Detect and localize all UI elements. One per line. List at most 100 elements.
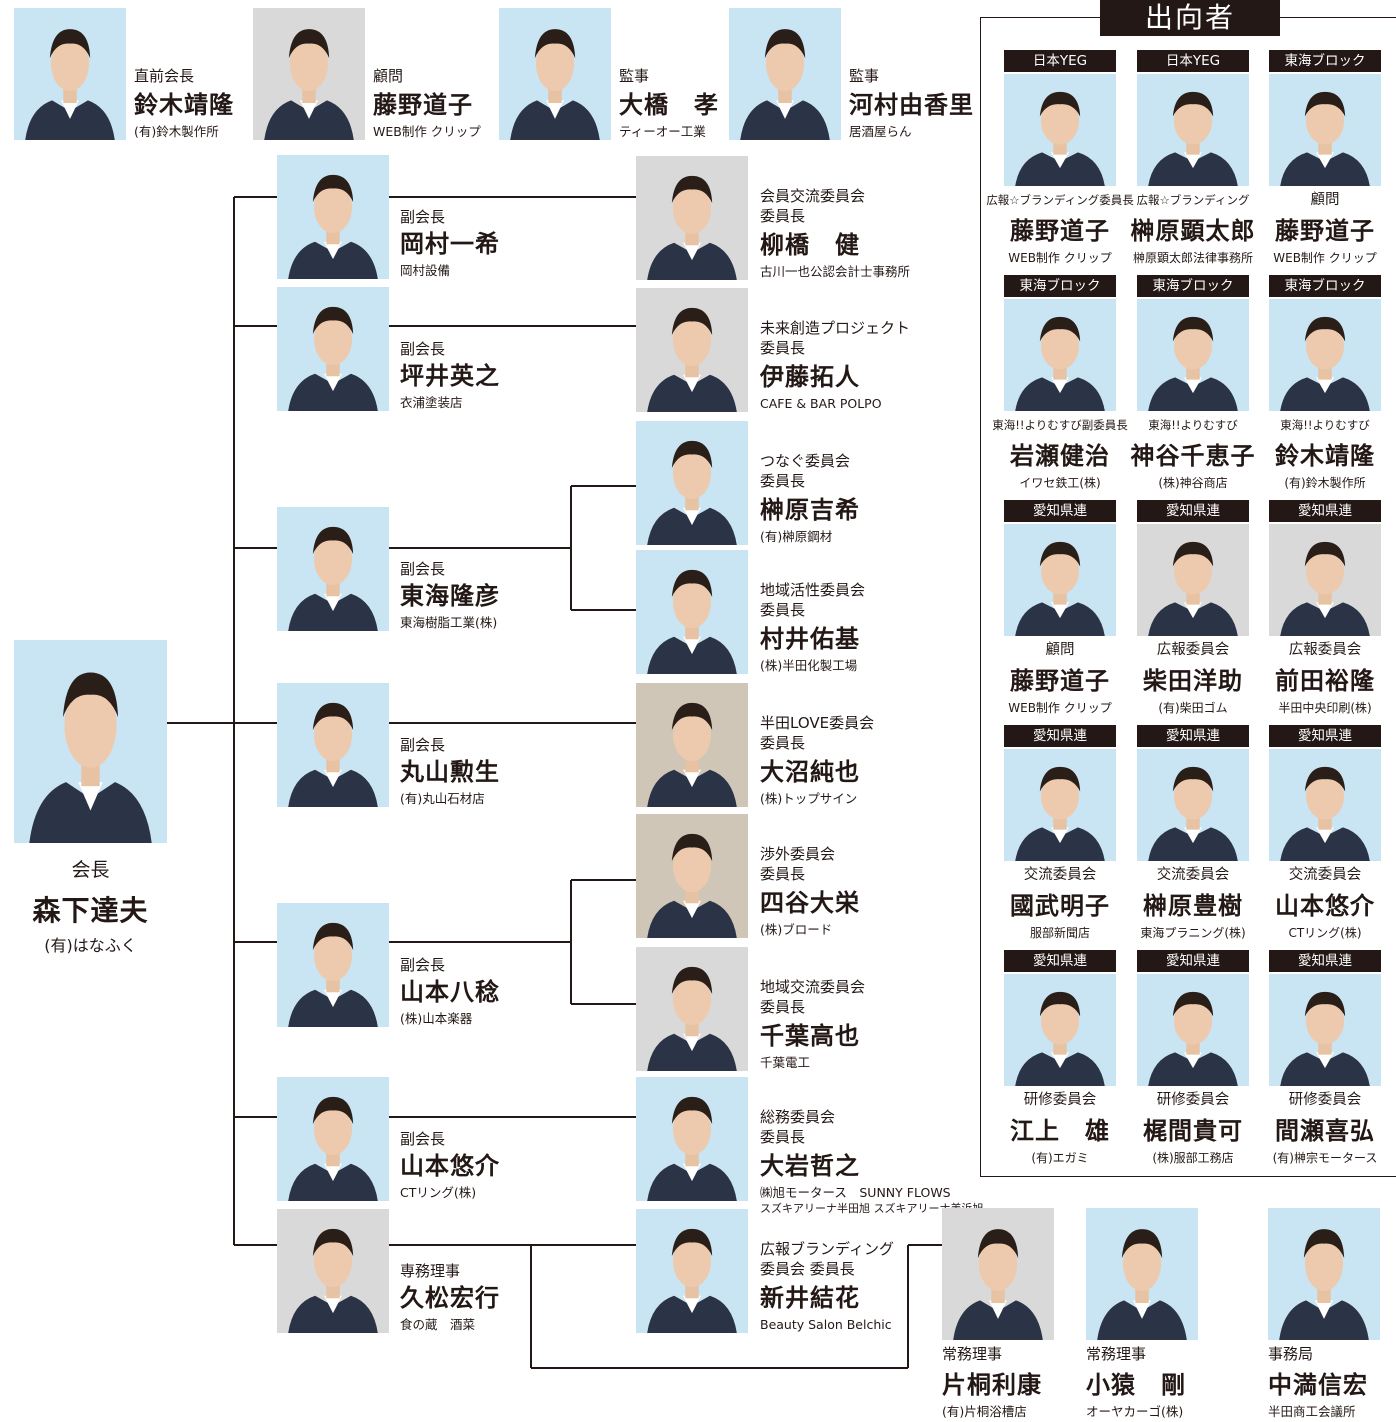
vice-role-3: 副会長 <box>400 736 446 754</box>
secondment-role-3-1: 交流委員会 <box>1156 867 1230 883</box>
secondment-company-4-1: (株)服部工務店 <box>1152 1151 1234 1165</box>
chair-name-6: 千葉高也 <box>760 1022 860 1050</box>
chair-portrait-2 <box>636 421 748 545</box>
secondment-role-0-1: 広報☆ブランディング <box>1136 193 1250 207</box>
chair-portrait-5 <box>636 814 748 938</box>
director-company-0: (有)片桐浴槽店 <box>942 1404 1027 1419</box>
chair-company-1: CAFE & BAR POLPO <box>760 396 882 411</box>
secondment-portrait-0-1 <box>1137 74 1249 186</box>
secondment-portrait-4-1 <box>1137 974 1249 1086</box>
secondment-portrait-0-0 <box>1004 74 1116 186</box>
vice-role-4: 副会長 <box>400 956 446 974</box>
vice-portrait-3 <box>277 683 389 807</box>
chair-title-3: 委員長 <box>760 601 806 619</box>
secondment-name-0-0: 藤野道子 <box>1010 217 1110 245</box>
secondment-role-3-2: 交流委員会 <box>1288 867 1362 883</box>
secondment-portrait-3-2 <box>1269 749 1381 861</box>
secondment-role-1-2: 東海!!よりむすび <box>1280 418 1370 432</box>
chair-portrait-6 <box>636 947 748 1071</box>
chair-company-extra-7: スズキアリーナ半田旭 スズキアリーナ美浜旭 <box>760 1202 984 1215</box>
top-portrait-2 <box>499 8 611 140</box>
secondment-role-0-2: 顧問 <box>1310 192 1340 208</box>
secondment-portrait-2-0 <box>1004 524 1116 636</box>
top-name-1: 藤野道子 <box>373 91 473 119</box>
chair-portrait-4 <box>636 683 748 807</box>
top-portrait-3 <box>729 8 841 140</box>
secondment-company-4-2: (有)榊宗モータース <box>1272 1151 1378 1165</box>
vice-company-4: (株)山本楽器 <box>400 1011 473 1026</box>
top-role-1: 顧問 <box>373 67 404 85</box>
secondment-tag-1-2: 東海ブロック <box>1269 275 1381 297</box>
chair-committee-8: 広報ブランディング <box>760 1240 894 1258</box>
top-company-2: ティーオー工業 <box>619 124 706 139</box>
secondment-portrait-3-0 <box>1004 749 1116 861</box>
chair-company-0: 古川一也公認会計士事務所 <box>760 264 911 279</box>
vice-portrait-1 <box>277 287 389 411</box>
chair-committee-7: 総務委員会 <box>760 1108 836 1126</box>
secondment-company-1-2: (有)鈴木製作所 <box>1284 476 1366 490</box>
vice-name-3: 丸山勲生 <box>400 758 500 786</box>
top-portrait-0 <box>14 8 126 140</box>
secondment-company-0-2: WEB制作 クリップ <box>1273 251 1377 265</box>
secondment-tag-2-2: 愛知県連 <box>1269 500 1381 522</box>
chair-name-1: 伊藤拓人 <box>760 363 860 391</box>
top-company-1: WEB制作 クリップ <box>373 124 481 139</box>
vice-role-1: 副会長 <box>400 340 446 358</box>
secondment-tag-4-1: 愛知県連 <box>1137 950 1249 972</box>
vice-company-3: (有)丸山石材店 <box>400 791 485 806</box>
director-role-2: 事務局 <box>1268 1345 1314 1363</box>
top-company-3: 居酒屋らん <box>849 124 912 139</box>
chair-company-6: 千葉電工 <box>760 1055 811 1070</box>
secondment-company-4-0: (有)エガミ <box>1031 1151 1089 1165</box>
chair-company-2: (有)榊原鋼材 <box>760 529 833 544</box>
secondment-role-0-0: 広報☆ブランディング委員長 <box>986 193 1134 207</box>
chair-title-0: 委員長 <box>760 207 806 225</box>
secondment-name-4-1: 梶間貴可 <box>1143 1117 1243 1145</box>
secondment-company-0-1: 榊原顕太郎法律事務所 <box>1132 251 1253 265</box>
chair-title-2: 委員長 <box>760 472 806 490</box>
director-name-0: 片桐利康 <box>942 1371 1042 1399</box>
top-name-3: 河村由香里 <box>849 91 974 119</box>
top-role-2: 監事 <box>619 67 650 85</box>
president-role: 会長 <box>71 859 110 881</box>
secondment-portrait-4-2 <box>1269 974 1381 1086</box>
secondment-name-3-2: 山本悠介 <box>1275 892 1375 920</box>
secondment-tag-3-2: 愛知県連 <box>1269 725 1381 747</box>
secondment-name-1-0: 岩瀬健治 <box>1010 442 1110 470</box>
top-name-2: 大橋 孝 <box>619 91 719 119</box>
chair-portrait-3 <box>636 550 748 674</box>
chair-company-4: (株)トップサイン <box>760 791 858 806</box>
vice-company-1: 衣浦塗装店 <box>400 395 463 410</box>
top-company-0: (有)鈴木製作所 <box>134 124 219 139</box>
chair-name-7: 大岩哲之 <box>760 1152 860 1180</box>
vice-name-2: 東海隆彦 <box>400 582 500 610</box>
vice-portrait-0 <box>277 155 389 279</box>
vice-company-6: 食の蔵 酒菜 <box>400 1317 476 1332</box>
vice-name-6: 久松宏行 <box>400 1284 500 1312</box>
secondment-portrait-1-0 <box>1004 299 1116 411</box>
secondment-company-2-0: WEB制作 クリップ <box>1008 701 1112 715</box>
secondment-role-1-1: 東海!!よりむすび <box>1148 418 1238 432</box>
secondment-company-3-1: 東海プラニング(株) <box>1140 926 1246 940</box>
secondment-name-2-0: 藤野道子 <box>1010 667 1110 695</box>
director-role-1: 常務理事 <box>1086 1345 1147 1363</box>
secondment-company-0-0: WEB制作 クリップ <box>1008 251 1112 265</box>
director-portrait-0 <box>942 1208 1054 1340</box>
chair-committee-0: 会員交流委員会 <box>760 187 866 205</box>
director-portrait-1 <box>1086 1208 1198 1340</box>
vice-role-5: 副会長 <box>400 1130 446 1148</box>
president-name: 森下達夫 <box>32 894 149 927</box>
president-portrait <box>14 640 167 843</box>
secondment-role-2-1: 広報委員会 <box>1156 642 1230 658</box>
chair-committee-3: 地域活性委員会 <box>760 581 866 599</box>
chair-name-8: 新井結花 <box>760 1284 860 1312</box>
secondment-tag-3-0: 愛知県連 <box>1004 725 1116 747</box>
secondment-name-1-2: 鈴木靖隆 <box>1275 442 1375 470</box>
director-role-0: 常務理事 <box>942 1345 1003 1363</box>
secondment-tag-3-1: 愛知県連 <box>1137 725 1249 747</box>
chair-committee-6: 地域交流委員会 <box>760 978 866 996</box>
secondment-name-2-2: 前田裕隆 <box>1275 667 1375 695</box>
chair-title-8: 委員会 委員長 <box>760 1260 855 1278</box>
secondment-name-2-1: 柴田洋助 <box>1143 667 1243 695</box>
vice-role-6: 専務理事 <box>400 1262 461 1280</box>
